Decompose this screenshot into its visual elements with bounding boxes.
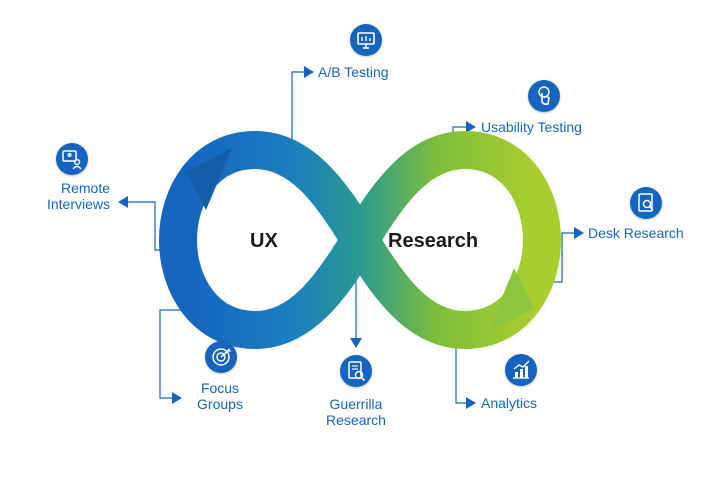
target-chart-icon [205, 341, 237, 373]
label-focus-groups: Focus Groups [180, 380, 260, 412]
label-guerrilla-research-line-2: Research [326, 412, 386, 428]
label-analytics: Analytics [481, 395, 537, 411]
loop-arrow-right [488, 268, 534, 332]
label-usability-testing: Usability Testing [481, 119, 582, 135]
label-focus-groups-line-1: Focus [200, 380, 240, 396]
connector-ab [291, 71, 304, 153]
label-guerrilla-research: Guerrilla Research [316, 396, 396, 428]
label-remote-interviews: Remote Interviews [22, 180, 110, 212]
label-desk-research: Desk Research [588, 225, 684, 241]
label-remote-interviews-line-1: Remote [60, 180, 110, 196]
label-usability-testing-line-1: Usability Testing [481, 119, 582, 135]
label-analytics-line-1: Analytics [481, 395, 538, 411]
connector-arrowheads [118, 66, 584, 409]
loop-label-research: Research [388, 230, 479, 252]
video-call-icon [56, 143, 88, 175]
arrowhead-ab [304, 66, 314, 78]
touch-hand-icon [528, 80, 560, 112]
label-remote-interviews-line-2: Interviews [46, 196, 110, 212]
label-desk-research-line-1: Desk Research [588, 225, 684, 241]
loop-arrow-left [186, 148, 232, 210]
arrowhead-remote [118, 196, 128, 208]
arrowhead-focus [172, 392, 182, 404]
magnifier-document-icon [340, 355, 372, 387]
arrowhead-desk [574, 227, 584, 239]
arrowhead-usability [466, 121, 476, 133]
label-ab-testing-line-1: A/B Testing [318, 64, 389, 80]
label-focus-groups-line-2: Groups [197, 396, 243, 412]
monitor-icon [350, 24, 382, 56]
search-document-icon [630, 187, 662, 219]
analytics-chart-icon [505, 354, 537, 386]
label-ab-testing: A/B Testing [318, 64, 389, 80]
arrowhead-analytics [466, 397, 476, 409]
label-guerrilla-research-line-1: Guerrilla [329, 396, 383, 412]
loop-label-ux: UX [250, 230, 278, 252]
arrowhead-guerrilla [350, 338, 362, 348]
infinity-band [159, 131, 561, 349]
